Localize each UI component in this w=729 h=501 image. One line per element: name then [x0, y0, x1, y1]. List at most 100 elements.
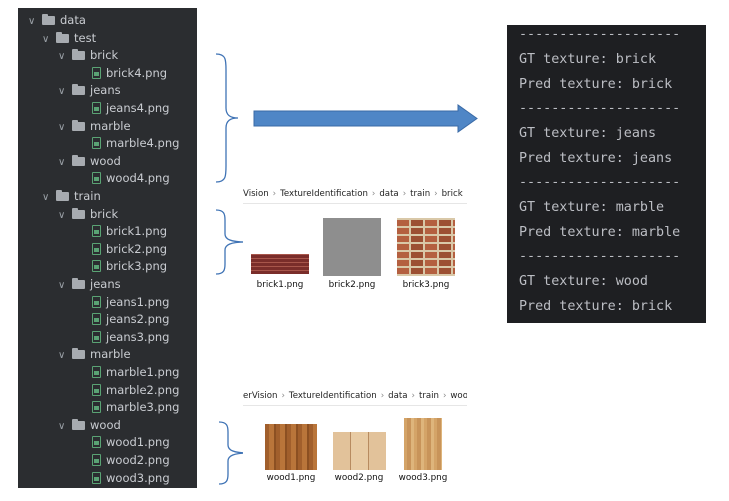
tree-file-label: marble4.png: [106, 136, 180, 151]
file-caption[interactable]: brick1.png: [256, 280, 304, 290]
breadcrumb-item[interactable]: train: [418, 391, 439, 401]
folder-icon: [72, 278, 85, 289]
pred-label: Pred texture: brick: [519, 77, 673, 92]
folder-icon: [72, 348, 85, 360]
tree-file[interactable]: marble2.png: [92, 382, 179, 400]
tree-file[interactable]: brick2.png: [92, 241, 167, 259]
tree-folder-label: marble: [90, 118, 131, 133]
tree-folder-label: jeans: [90, 277, 121, 291]
tree-file[interactable]: brick1.png: [92, 223, 167, 241]
image-file-icon: [92, 330, 101, 343]
chevron-down-icon[interactable]: ∨: [42, 192, 50, 203]
tree-folder-test[interactable]: ∨ test: [42, 30, 96, 48]
thumbnail-brick3[interactable]: [397, 218, 455, 276]
tree-folder-train-wood[interactable]: ∨wood: [58, 417, 121, 435]
tree-file[interactable]: marble4.png: [92, 135, 179, 153]
tree-file[interactable]: jeans4.png: [92, 100, 169, 118]
thumbnail-brick1[interactable]: [251, 254, 309, 274]
file-caption[interactable]: wood3.png: [398, 473, 448, 483]
tree-file[interactable]: wood2.png: [92, 452, 170, 470]
chevron-down-icon[interactable]: ∨: [58, 280, 66, 291]
breadcrumb-item[interactable]: train: [410, 189, 431, 199]
tree-folder-data[interactable]: ∨data: [28, 12, 86, 30]
chevron-down-icon[interactable]: ∨: [58, 121, 66, 133]
project-tree-panel: ∨data ∨ test ∨brick brick4.png ∨ jeans jea…: [18, 8, 197, 488]
chevron-down-icon[interactable]: ∨: [28, 16, 36, 27]
thumbnail-wood2[interactable]: [333, 432, 386, 470]
breadcrumb-item[interactable]: Vision: [243, 189, 269, 199]
tree-file[interactable]: brick4.png: [92, 65, 167, 83]
tree-folder-test-wood[interactable]: ∨ wood: [58, 153, 121, 171]
tree-folder-train[interactable]: ∨ train: [42, 188, 101, 206]
file-caption[interactable]: brick2.png: [328, 280, 376, 290]
file-caption[interactable]: brick3.png: [402, 280, 450, 290]
tree-file-label: marble3.png: [106, 400, 180, 415]
tree-folder-label: wood: [90, 153, 121, 168]
image-file-icon: [92, 295, 101, 308]
tree-file-label: brick3.png: [106, 259, 168, 274]
folder-icon: [56, 190, 69, 201]
image-file-icon: [92, 137, 101, 150]
breadcrumb: Vision›TextureIdentification›data›train›…: [243, 185, 467, 204]
thumbnail-wood3[interactable]: [404, 418, 442, 470]
folder-icon: [72, 49, 85, 61]
chevron-down-icon[interactable]: ∨: [42, 33, 50, 45]
breadcrumb-item[interactable]: data: [388, 391, 408, 401]
tree-file-label: marble2.png: [106, 382, 180, 397]
tree-folder-label: jeans: [90, 83, 121, 98]
tree-folder-test-jeans[interactable]: ∨ jeans: [58, 82, 121, 100]
tree-file-label: brick1.png: [106, 224, 168, 239]
image-file-icon: [92, 401, 101, 414]
folder-icon: [56, 31, 69, 43]
tree-file-label: marble1.png: [106, 365, 180, 379]
tree-file[interactable]: wood3.png: [92, 470, 170, 488]
tree-file[interactable]: brick3.png: [92, 258, 167, 276]
tree-file-label: brick2.png: [106, 241, 168, 256]
tree-file[interactable]: marble3.png: [92, 399, 179, 417]
chevron-down-icon[interactable]: ∨: [58, 209, 66, 221]
breadcrumb-item[interactable]: brick: [441, 189, 463, 199]
thumbnail-brick2[interactable]: [323, 218, 381, 276]
folder-icon: [42, 14, 55, 25]
tree-file[interactable]: jeans3.png: [92, 329, 169, 347]
tree-file[interactable]: marble1.png: [92, 364, 179, 382]
image-file-icon: [92, 260, 101, 273]
gt-label: GT texture: brick: [519, 52, 657, 67]
breadcrumb-item[interactable]: TextureIdentification: [288, 391, 377, 401]
thumbnail-wood1[interactable]: [265, 424, 317, 470]
tree-folder-train-brick[interactable]: ∨brick: [58, 206, 118, 224]
folder-icon: [72, 84, 85, 96]
file-caption[interactable]: wood1.png: [266, 473, 316, 483]
gt-label: GT texture: wood: [519, 274, 648, 289]
tree-folder-test-brick[interactable]: ∨brick: [58, 47, 118, 65]
tree-file-label: jeans1.png: [106, 294, 170, 309]
tree-folder-train-jeans[interactable]: ∨ jeans: [58, 276, 121, 294]
breadcrumb-item[interactable]: wood: [450, 391, 467, 401]
tree-folder-label: test: [74, 30, 97, 45]
chevron-down-icon[interactable]: ∨: [58, 51, 66, 63]
tree-folder-label: marble: [90, 347, 131, 362]
tree-folder-test-marble[interactable]: ∨ marble: [58, 118, 131, 136]
chevron-down-icon[interactable]: ∨: [58, 86, 66, 98]
breadcrumb-item[interactable]: data: [379, 189, 399, 199]
tree-file[interactable]: wood4.png: [92, 170, 170, 188]
file-caption[interactable]: wood2.png: [334, 473, 384, 483]
gt-label: GT texture: jeans: [519, 126, 657, 141]
tree-folder-train-marble[interactable]: ∨ marble: [58, 346, 131, 364]
image-file-icon: [92, 66, 101, 79]
console-output-panel: -------------------- GT texture: brick P…: [507, 25, 706, 323]
tree-file[interactable]: jeans1.png: [92, 294, 169, 312]
image-file-icon: [92, 366, 101, 378]
chevron-down-icon[interactable]: ∨: [58, 156, 66, 168]
tree-file[interactable]: wood1.png: [92, 434, 170, 452]
tree-folder-label: train: [74, 189, 101, 203]
image-file-icon: [92, 383, 101, 396]
breadcrumb-item[interactable]: erVision: [243, 391, 278, 401]
tree-file-label: jeans4.png: [106, 101, 170, 115]
chevron-down-icon[interactable]: ∨: [58, 420, 66, 432]
tree-file[interactable]: jeans2.png: [92, 311, 169, 329]
separator-line: --------------------: [519, 101, 681, 116]
chevron-down-icon[interactable]: ∨: [58, 350, 66, 362]
pred-label: Pred texture: jeans: [519, 151, 673, 166]
breadcrumb-item[interactable]: TextureIdentification: [280, 189, 368, 199]
